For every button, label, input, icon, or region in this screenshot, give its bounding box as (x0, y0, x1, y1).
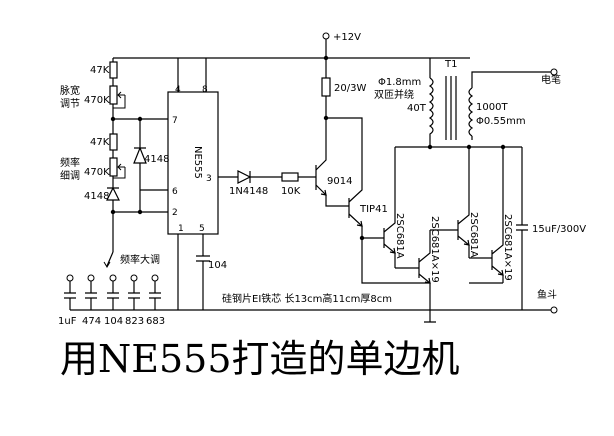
resistor-47k-mid (109, 133, 118, 151)
r1-label: 47K (90, 65, 110, 76)
cap-15uf-label: 15uF/300V (532, 224, 586, 235)
wiper-link (113, 167, 126, 179)
ic-pin-3: 3 (206, 174, 212, 184)
cap-leads (69, 281, 156, 293)
ic-vcc-leads (177, 58, 207, 92)
primary-method-label: 双匝并绕 (374, 88, 414, 101)
ic-pin-2: 2 (172, 208, 178, 218)
diode-4148-top (133, 146, 147, 164)
cap-ground-leads (69, 298, 156, 310)
ne555-chip (167, 91, 219, 235)
pot2-label: 470K (84, 167, 110, 178)
ic-pin-8: 8 (202, 85, 208, 95)
pot-470k-pulse (109, 85, 118, 105)
fish-terminal (550, 306, 558, 314)
pen-terminal (550, 68, 558, 76)
pulse-width-label-1: 脉宽 (60, 84, 80, 97)
secondary-turns-label: 1000T (476, 102, 508, 113)
q-d-label: 2SC681A×19 (502, 214, 513, 281)
cap-823-label: 823 (125, 316, 144, 327)
emitter-arrow (320, 189, 327, 196)
freq-coarse-label: 频率大调 (120, 253, 160, 266)
ground-symbol (424, 310, 436, 323)
ic-pin-1: 1 (178, 224, 184, 234)
primary-turns-label: 40T (407, 103, 427, 114)
q-c-label: 2SC681A (468, 212, 479, 258)
transformer-name: T1 (444, 59, 457, 70)
freq-fine-label-2: 细调 (60, 169, 80, 182)
pulse-width-label-2: 调节 (60, 98, 80, 110)
cap-plates (64, 292, 161, 299)
freq-fine-label-1: 频率 (60, 156, 80, 169)
cap-select-terminal[interactable] (151, 274, 159, 282)
q-d-arrow (497, 269, 504, 276)
junction (500, 144, 506, 150)
tip41-arrow (356, 220, 363, 227)
ic-pin-6: 6 (172, 187, 178, 197)
q-c-arrow (463, 239, 470, 246)
wire (361, 238, 430, 284)
cap-474-label: 474 (82, 316, 101, 327)
cap-select-terminal[interactable] (66, 274, 74, 282)
q-c-legs (457, 147, 470, 258)
secondary-wire-label: Φ0.55mm (476, 116, 526, 127)
secondary-winding (468, 87, 474, 137)
cap-104-label: 104 (104, 316, 123, 327)
diode-4148-bottom (106, 186, 120, 201)
cap-select-terminal[interactable] (109, 274, 117, 282)
secondary-leads (471, 71, 551, 140)
resistor-20-3w (321, 77, 331, 97)
supply-terminal (322, 32, 330, 40)
diagram-title: 用NE555打造的单边机 (60, 337, 460, 381)
q-a-arrow (389, 247, 396, 254)
cap-select-terminal[interactable] (87, 274, 95, 282)
primary-wire-label: Φ1.8mm (378, 77, 421, 88)
cap-104-pin5 (196, 234, 210, 310)
r2-label: 47K (90, 137, 110, 148)
ic-pin-5: 5 (199, 224, 205, 234)
resistor-10k-label: 10K (281, 186, 301, 197)
diode-1n4148-label: 1N4148 (229, 186, 268, 197)
ic-name: NE555 (192, 146, 203, 179)
q-b-legs (418, 230, 431, 310)
transistor-9014-label: 9014 (327, 176, 352, 187)
diode-bottom-label: 4148 (84, 191, 109, 202)
transistor-9014-legs (315, 118, 349, 207)
primary-winding (428, 77, 434, 147)
wiper-link (113, 95, 126, 109)
fish-label: 鱼斗 (537, 288, 557, 301)
q-b-label: 2SC681A×19 (429, 216, 440, 283)
supply-rail (113, 39, 470, 59)
transformer-core (445, 76, 457, 140)
resistor-47k-top (109, 61, 118, 79)
capacitor-bank (64, 274, 161, 310)
resistor-20-3w-label: 20/3W (334, 83, 366, 94)
pot-470k-freq (109, 157, 118, 177)
core-note: 硅钢片EI铁芯 长13cm高11cm厚8cm (222, 292, 392, 305)
pot-wiper-arrow (117, 163, 125, 171)
junction (466, 144, 472, 150)
supply-label: +12V (333, 32, 361, 43)
cap-683-label: 683 (146, 316, 165, 327)
diode-top-label: 4148 (144, 154, 169, 165)
resistor-10k (281, 172, 299, 182)
diode-1n4148 (237, 170, 252, 184)
switch-arrow (103, 261, 111, 268)
pot1-label: 470K (84, 95, 110, 106)
cap-pin5-label: 104 (208, 260, 227, 271)
pen-label: 电笔 (541, 73, 561, 86)
q-d-legs (491, 147, 504, 283)
range-switch-blade[interactable] (106, 251, 114, 267)
cap-1uf-label: 1uF (58, 316, 77, 327)
pot-wiper-arrow (117, 91, 125, 99)
ic-pin-7: 7 (172, 116, 178, 126)
tip41-label: TIP41 (359, 204, 388, 215)
cap-select-terminal[interactable] (130, 274, 138, 282)
q-a-label: 2SC681A (394, 213, 405, 259)
cap-15uf (516, 147, 528, 310)
